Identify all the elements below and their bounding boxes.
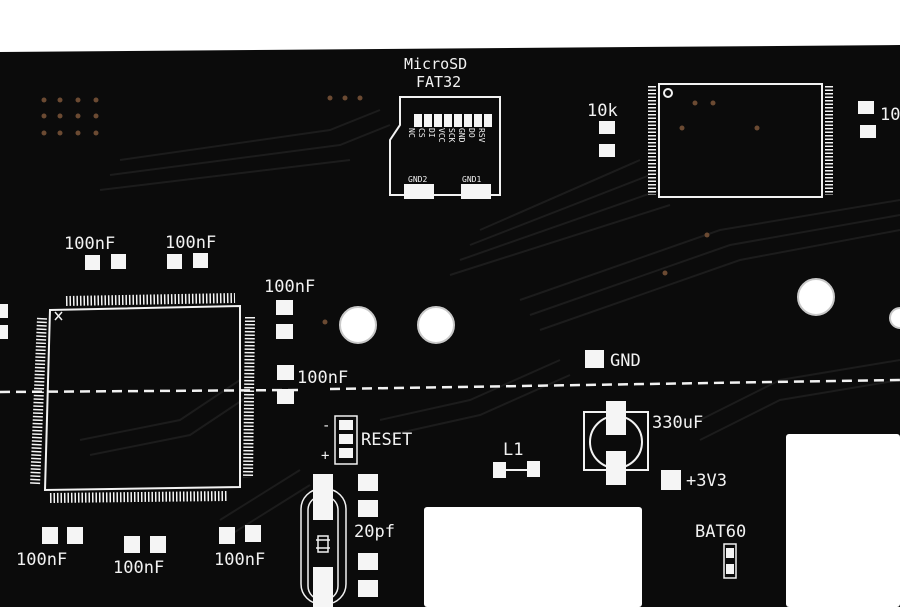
cap-label: 100nF: [165, 233, 216, 253]
pad: [277, 389, 294, 404]
gnd1-label: GND1: [462, 175, 481, 184]
l1-label: L1: [503, 440, 523, 460]
dashed-separator: [0, 378, 900, 394]
gnd-pad: [585, 350, 604, 368]
pad: [42, 527, 58, 544]
pad: [493, 462, 506, 478]
pad: [0, 304, 8, 318]
pin-label: DI: [427, 128, 436, 138]
board-cutout: [424, 507, 642, 607]
qfp-footprint-right: [648, 83, 833, 198]
pad: [277, 365, 294, 380]
v33-pad: [661, 470, 681, 490]
v33-label: +3V3: [686, 471, 727, 491]
microsd-connector: [389, 96, 501, 199]
cap-label: 100nF: [64, 234, 115, 254]
pad: [726, 564, 734, 574]
pad: [245, 525, 261, 542]
pad: [358, 500, 378, 517]
copper-traces: [79, 109, 900, 536]
reset-plus: +: [321, 448, 329, 464]
pad: [193, 253, 208, 268]
pad: [726, 548, 734, 558]
vias: [41, 95, 760, 325]
cap-label: 100nF: [16, 550, 67, 570]
pad: [358, 580, 378, 597]
mounting-hole: [339, 306, 377, 344]
edge-label: 10: [880, 105, 900, 125]
pad: [358, 474, 378, 491]
pad: [111, 254, 126, 269]
reset-label: RESET: [361, 430, 412, 450]
pad: [276, 300, 293, 315]
pad: [860, 125, 876, 138]
cap-label: 100nF: [297, 368, 348, 388]
pad: [858, 101, 874, 114]
mounting-hole: [797, 278, 835, 316]
pad: [599, 121, 615, 134]
cap-label: 100nF: [264, 277, 315, 297]
pad: [0, 325, 8, 339]
pin-label: RSV: [477, 128, 486, 143]
pin-label: NC: [407, 128, 416, 138]
microsd-pin-labels: NC CS DI VCC SCK GND DO RSV: [407, 128, 486, 143]
qfp-pins-left: [30, 317, 47, 486]
reset-footprint: [334, 415, 358, 465]
reset-minus: -: [322, 418, 330, 434]
microsd-title: MicroSD: [404, 55, 467, 73]
pin-label: DO: [467, 128, 476, 138]
qfp-footprint-left: [30, 293, 255, 503]
qfp-pins-bottom: [49, 491, 229, 503]
cap-20pf-label: 20pf: [354, 522, 395, 542]
cap-label: 100nF: [113, 558, 164, 578]
gnd-label: GND: [610, 351, 641, 371]
pad: [150, 536, 166, 553]
gnd2-label: GND2: [408, 175, 427, 184]
bat60-label: BAT60: [695, 522, 746, 542]
pad: [358, 553, 378, 570]
pin-label: CS: [417, 128, 426, 138]
qfp-pins-top: [65, 293, 236, 306]
mounting-hole: [889, 307, 900, 329]
pad: [167, 254, 182, 269]
pad: [219, 527, 235, 544]
crystal-footprint: [300, 474, 347, 607]
pad: [527, 461, 540, 477]
pad: [276, 324, 293, 339]
gnd2-pad: [404, 184, 434, 199]
pin-label: VCC: [437, 128, 446, 143]
resistor-10k-label: 10k: [587, 101, 618, 121]
cap-330-label: 330uF: [652, 413, 703, 433]
pin-label: SCK: [447, 128, 456, 143]
board-cutout: [786, 434, 900, 607]
qfp-pins-right: [243, 316, 255, 479]
pin-label: GND: [457, 128, 466, 143]
microsd-subtitle: FAT32: [416, 73, 461, 91]
gnd1-pad: [461, 184, 491, 199]
mounting-hole: [417, 306, 455, 344]
pad: [124, 536, 140, 553]
pad: [67, 527, 83, 544]
pad: [599, 144, 615, 157]
capacitor-330uf-footprint: [583, 401, 649, 485]
cap-label: 100nF: [214, 550, 265, 570]
pad: [85, 255, 100, 270]
